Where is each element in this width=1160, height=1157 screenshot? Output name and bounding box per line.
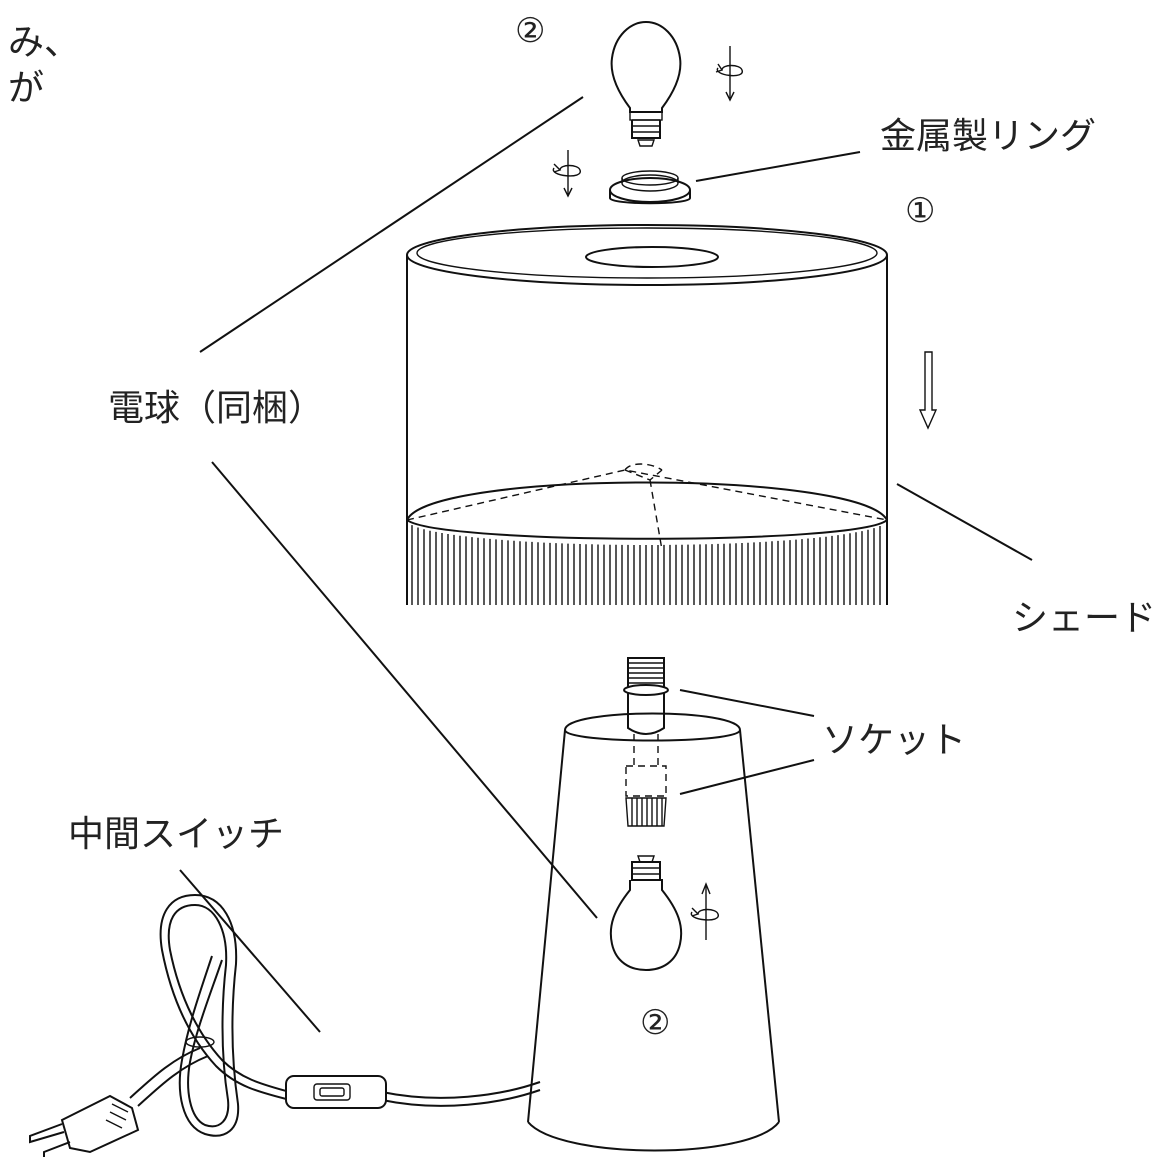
rotate-down-arrow-icon <box>715 46 743 102</box>
light-bulb-top <box>610 20 682 147</box>
step-1-marker: ① <box>905 191 935 231</box>
bulb-top-leader-line <box>199 96 584 353</box>
in-line-switch <box>285 1075 387 1109</box>
lamp-socket <box>623 657 669 827</box>
lamp-shade <box>406 224 888 605</box>
metal-ring-label: 金属製リング <box>880 116 1096 157</box>
shade-label: シェード <box>1012 598 1156 639</box>
step-2-bottom-marker: ② <box>640 1003 670 1043</box>
step-2-top-marker: ② <box>515 11 545 51</box>
switch-leader-line <box>179 869 321 1033</box>
rotate-ring-arrow-icon <box>552 150 581 198</box>
corner-text-line2: が <box>8 68 44 109</box>
shade-down-arrow-icon <box>918 351 938 430</box>
metal-ring-leader-line <box>695 151 861 182</box>
metal-ring <box>609 170 691 205</box>
bulb-label: 電球（同梱） <box>108 388 324 429</box>
rotate-up-arrow-icon <box>690 882 719 940</box>
shade-leader-line <box>896 483 1033 561</box>
power-plug <box>29 1094 140 1157</box>
lamp-base <box>527 712 780 1152</box>
power-cord <box>129 893 541 1137</box>
socket-leader-line-lower <box>679 759 815 795</box>
bulb-bottom-leader-line <box>211 461 598 919</box>
corner-text-line1: み、 <box>8 22 80 63</box>
socket-leader-line-upper <box>679 689 815 717</box>
switch-label: 中間スイッチ <box>68 814 284 855</box>
light-bulb-bottom <box>609 855 683 972</box>
socket-label: ソケット <box>822 720 966 761</box>
